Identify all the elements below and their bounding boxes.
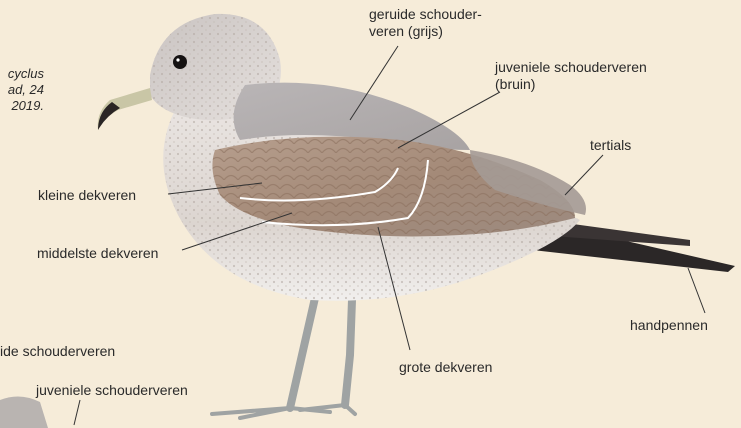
photo-caption: cyclus ad, 24 2019. [8, 66, 44, 114]
label-cut-juvenile-scapulars: juveniele schouderveren [36, 382, 188, 399]
gull-legs [212, 298, 355, 418]
caption-line-2: ad, 24 [8, 82, 44, 98]
label-scapulars-grey-line1: geruide schouder- [369, 6, 482, 23]
label-scapulars-brown-line1: juveniele schouderveren [495, 59, 647, 76]
label-tertials: tertials [590, 137, 631, 154]
label-scapulars-grey-line2: veren (grijs) [369, 23, 482, 40]
label-scapulars-grey: geruide schouder- veren (grijs) [369, 6, 482, 40]
label-scapulars-brown: juveniele schouderveren (bruin) [495, 59, 647, 93]
label-lesser-coverts: kleine dekveren [38, 187, 136, 204]
gull-eye [173, 55, 187, 69]
label-scapulars-brown-line2: (bruin) [495, 76, 647, 93]
label-cut-scapulars: ide schouderveren [0, 343, 115, 360]
label-median-coverts: middelste dekveren [37, 245, 158, 262]
label-greater-coverts: grote dekveren [399, 359, 492, 376]
caption-line-1: cyclus [8, 66, 44, 82]
second-gull-fragment [0, 396, 48, 428]
caption-line-3: 2019. [8, 98, 44, 114]
label-primaries: handpennen [630, 317, 708, 334]
